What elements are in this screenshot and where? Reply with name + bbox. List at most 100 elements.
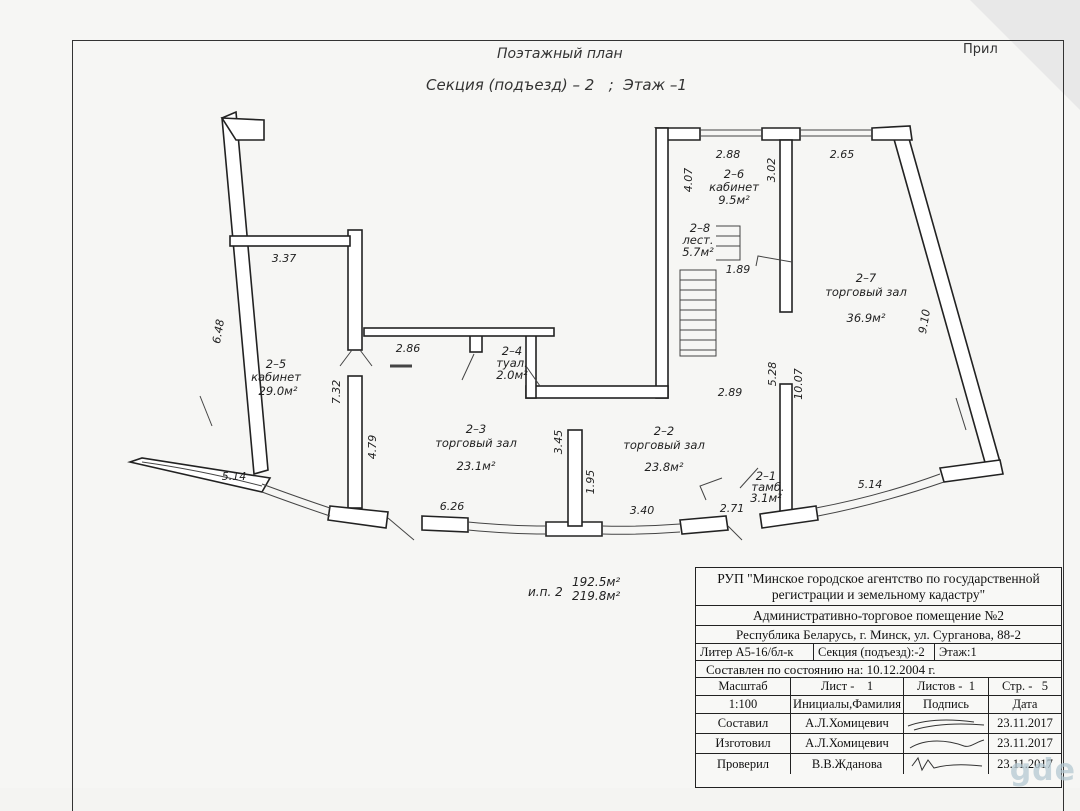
room-area-28: 5.7м² [682, 245, 714, 259]
signature-1-drawing [907, 718, 985, 730]
stamp-date-1: 23.11.2017 [997, 716, 1053, 730]
wall-right-bottom [938, 459, 1004, 483]
stamp-person-3: В.В.Жданова [791, 754, 904, 774]
stamp-scale-val: 1:100 [696, 696, 791, 713]
dim-11: 5.28 [766, 362, 779, 387]
plan-sheet: Поэтажный план Секция (подъезд) – 2 ; Эт… [72, 0, 1080, 811]
stamp-sheets-label: Листов - [917, 679, 963, 693]
drawing-frame [72, 40, 1064, 811]
stamp-sheet-label: Лист - [820, 679, 855, 693]
stamp-floor: Этаж:1 [939, 644, 977, 659]
room-num-28: 2–8 [690, 221, 710, 235]
window-3 [601, 523, 681, 527]
signature-2 [904, 734, 989, 753]
watermark-logo: gde [1009, 753, 1076, 788]
stamp-org: РУП "Минское городское агентство по госу… [717, 571, 1040, 602]
stamp-role-3: Проверил [696, 754, 791, 774]
stamp-sheets-val: 1 [968, 679, 975, 693]
room-num-26: 2–6 [724, 167, 744, 181]
window-1 [261, 483, 331, 509]
stamp-sheet-val: 1 [866, 679, 874, 693]
wall-room-26 [779, 139, 793, 313]
totals-area-2: 219.8м² [572, 589, 620, 603]
dim-17: 5.14 [222, 470, 247, 483]
stamp-row-3: Проверил В.В.Жданова 23.11.2017 [696, 754, 1061, 774]
signature-3-drawing [911, 756, 983, 772]
stamp-object: Административно-торговое помещение №2 [752, 608, 1005, 623]
room-area-25: 29.0м² [259, 384, 298, 398]
room-area-26: 9.5м² [718, 193, 750, 207]
dim-6: 1.89 [726, 263, 751, 276]
room-num-25: 2–5 [266, 357, 286, 371]
totals-area-1: 192.5м² [572, 575, 620, 589]
room-name-23: торговый зал [435, 436, 517, 450]
dim-5: 3.37 [272, 252, 297, 265]
dim-7: 6.48 [210, 318, 227, 344]
totals-label: и.п. 2 [528, 585, 563, 599]
dim-3: 4.07 [682, 168, 695, 193]
title-block: РУП "Минское городское агентство по госу… [695, 567, 1062, 788]
page-curl [970, 0, 1080, 110]
dim-10: 7.32 [330, 380, 343, 405]
wall-left-outer [221, 110, 269, 476]
window-top-2 [800, 129, 872, 137]
room-area-23: 23.1м² [457, 459, 496, 473]
floor-plan [127, 110, 1004, 541]
stamp-row-1: Составил А.Л.Хомицевич 23.11.2017 [696, 714, 1061, 734]
dim-15: 3.45 [552, 430, 565, 455]
stamp-person-2: А.Л.Хомицевич [791, 734, 904, 753]
dim-21: 2.71 [720, 502, 745, 515]
dim-19: 6.26 [440, 500, 465, 513]
corner-text: Прил [963, 42, 998, 57]
wall-bottom-4 [679, 515, 729, 535]
stamp-row-2: Изготовил А.Л.Хомицевич 23.11.2017 [696, 734, 1061, 754]
dim-8: 9.10 [916, 308, 933, 334]
room-name-25: кабинет [251, 370, 301, 384]
signature-1 [904, 714, 989, 733]
wall-room-25-top [229, 235, 351, 247]
signature-3 [904, 754, 989, 774]
stamp-date-3: 23.11.2017 [997, 756, 1053, 771]
dim-20: 3.40 [630, 504, 655, 517]
dim-14: 4.79 [366, 435, 379, 460]
stamp-section: Секция (подъезд):-2 [814, 644, 935, 660]
room-num-24: 2–4 [502, 344, 522, 358]
wall-bottom-2 [421, 515, 469, 533]
room-area-27: 36.9м² [847, 311, 886, 325]
wall-left-top [220, 117, 265, 141]
door-4 [339, 349, 373, 367]
window-2 [467, 521, 547, 527]
dim-1: 2.88 [716, 148, 741, 161]
stamp-liter: Литер А5-16/бл-к [696, 644, 814, 660]
dim-2: 2.65 [830, 148, 855, 161]
signature-2-drawing [909, 739, 985, 748]
stamp-date-2: 23.11.2017 [997, 736, 1053, 750]
staircase [679, 269, 717, 357]
room-num-27: 2–7 [856, 271, 877, 285]
stamp-page-label: Стр. - [1001, 679, 1033, 693]
stamp-person-1: А.Л.Хомицевич [791, 714, 904, 733]
dim-18: 5.14 [858, 478, 883, 491]
dim-16: 1.95 [584, 470, 597, 495]
wall-bottom-3 [545, 521, 603, 537]
door-1 [387, 517, 415, 541]
stamp-org-row: РУП "Минское городское агентство по госу… [696, 568, 1061, 606]
stamp-col-name: Инициалы,Фамилия [791, 696, 904, 713]
dim-13: 2.89 [718, 386, 743, 399]
wall-corridor [363, 327, 555, 337]
plan-subtitle: Секция (подъезд) – 2 ; Этаж –1 [426, 76, 687, 94]
room-num-23: 2–3 [466, 422, 486, 436]
room-num-22: 2–2 [654, 424, 674, 438]
stamp-state: Составлен по состоянию на: 10.12.2004 г. [706, 662, 936, 677]
room-area-22: 23.8м² [645, 460, 684, 474]
room-name-28: лест. [681, 233, 713, 247]
dim-4: 3.02 [765, 158, 778, 183]
room-name-22: торговый зал [623, 438, 705, 452]
room-name-26: кабинет [709, 180, 759, 194]
room-name-21: тамб. [751, 480, 784, 494]
room-area-24: 2.0м² [496, 368, 528, 382]
wall-left-bottom [127, 457, 272, 493]
stamp-address: Республика Беларусь, г. Минск, ул. Сурга… [736, 627, 1021, 642]
dim-12: 10.07 [792, 368, 805, 400]
wall-hall-divider [567, 429, 583, 527]
